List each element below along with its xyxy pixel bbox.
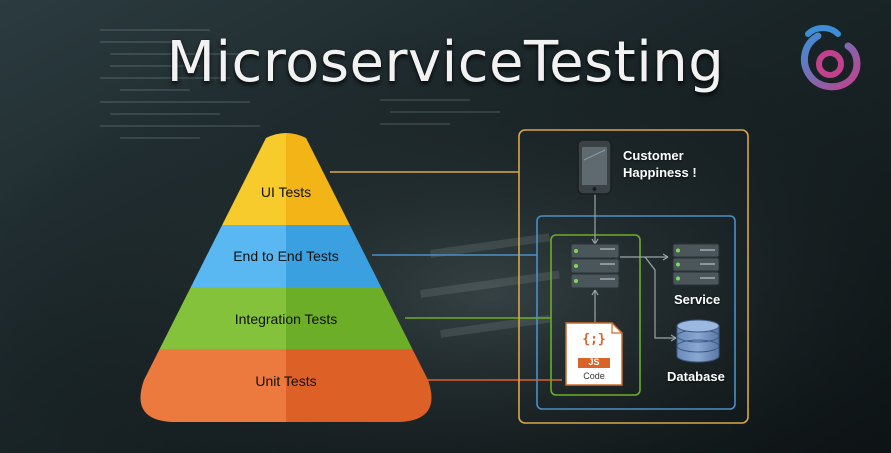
code-icon-braces: {;} [582,332,606,347]
pyramid-level-unit-left [140,349,286,422]
brand-logo-icon [800,25,861,91]
pyramid-label-e2e-tests: End to End Tests [233,248,339,264]
customer-label-line1: Customer [623,148,684,163]
pyramid-label-integration-tests: Integration Tests [234,311,338,327]
server-icon [570,243,620,289]
code-icon-caption: Code [583,371,605,381]
service-server-icon [672,243,720,286]
database-icon [676,319,720,363]
service-label: Service [674,292,721,307]
pyramid-label-ui-tests: UI Tests [260,184,312,200]
link-server-database [644,256,676,339]
code-icon-badge: JS [588,357,600,367]
page-title: MicroserviceTesting [166,30,725,95]
smartphone-icon [577,139,612,195]
outer-system-box [518,129,749,424]
service-boundary-box [536,215,736,410]
pyramid-label-unit-tests: Unit Tests [255,373,317,389]
js-code-file-icon [565,322,623,386]
customer-label-line2: Happiness ! [623,165,697,180]
pyramid-level-unit-right [286,349,432,422]
database-label: Database [667,369,725,384]
background-code-lines [100,29,500,139]
